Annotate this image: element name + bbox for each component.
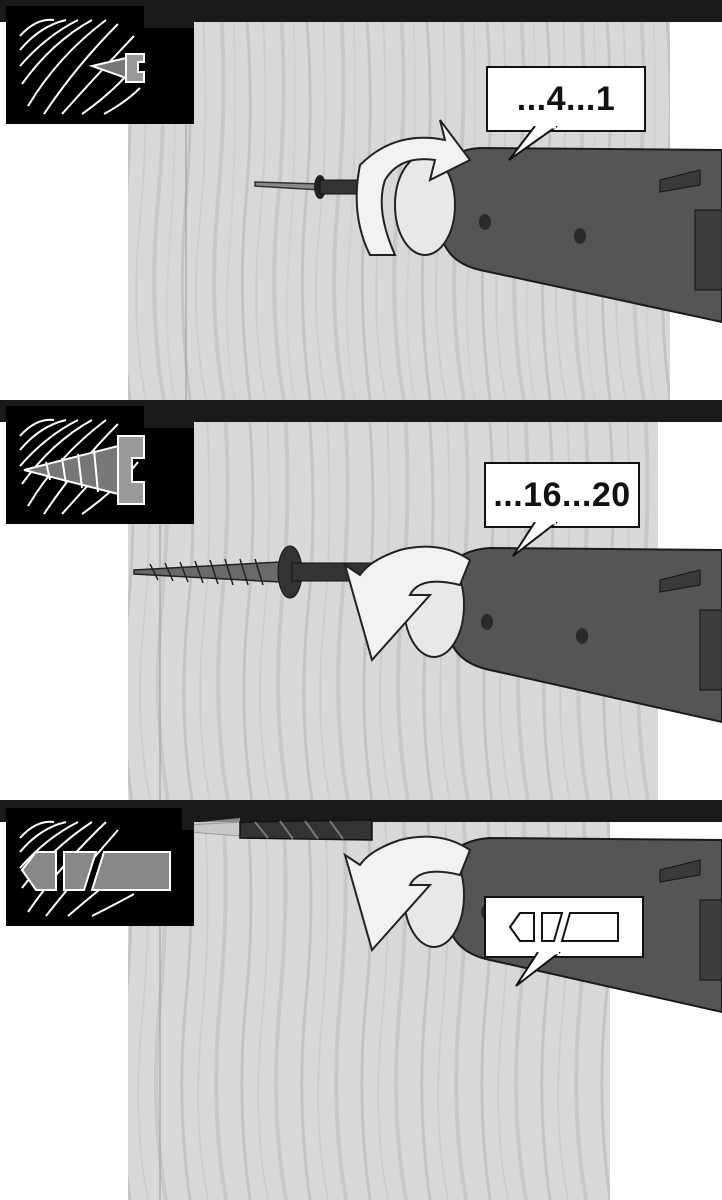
- setting-callout-2: ...16...20: [484, 462, 640, 528]
- panel-3-tool: [135, 819, 722, 1014]
- setting-callout-text: ...16...20: [493, 475, 631, 514]
- setting-callout-1: ...4...1: [486, 66, 646, 132]
- rotation-arrow-counterclockwise: [343, 545, 472, 663]
- callout-pointer: [512, 522, 558, 557]
- callout-pointer: [508, 126, 558, 161]
- setting-callout-3: [484, 896, 644, 958]
- panel-3: [0, 800, 722, 1200]
- rotation-arrow-clockwise: [355, 119, 472, 256]
- panel-1-scene: [0, 0, 722, 400]
- wood-large-screw-icon: [14, 406, 194, 516]
- mode-icon-drill: [6, 808, 194, 926]
- wood-drill-icon: [14, 808, 194, 918]
- rotation-arrow-counterclockwise: [343, 835, 472, 953]
- mode-icon-large-screw: [6, 406, 194, 524]
- panel-2: ...16...20: [0, 400, 722, 800]
- mode-icon-small-screw: [6, 6, 194, 124]
- setting-callout-text: ...4...1: [516, 79, 616, 118]
- wood-small-screw-icon: [14, 6, 194, 116]
- drill-mode-symbol-icon: [508, 912, 619, 942]
- callout-pointer: [515, 952, 561, 987]
- panel-1: ...4...1: [0, 0, 722, 400]
